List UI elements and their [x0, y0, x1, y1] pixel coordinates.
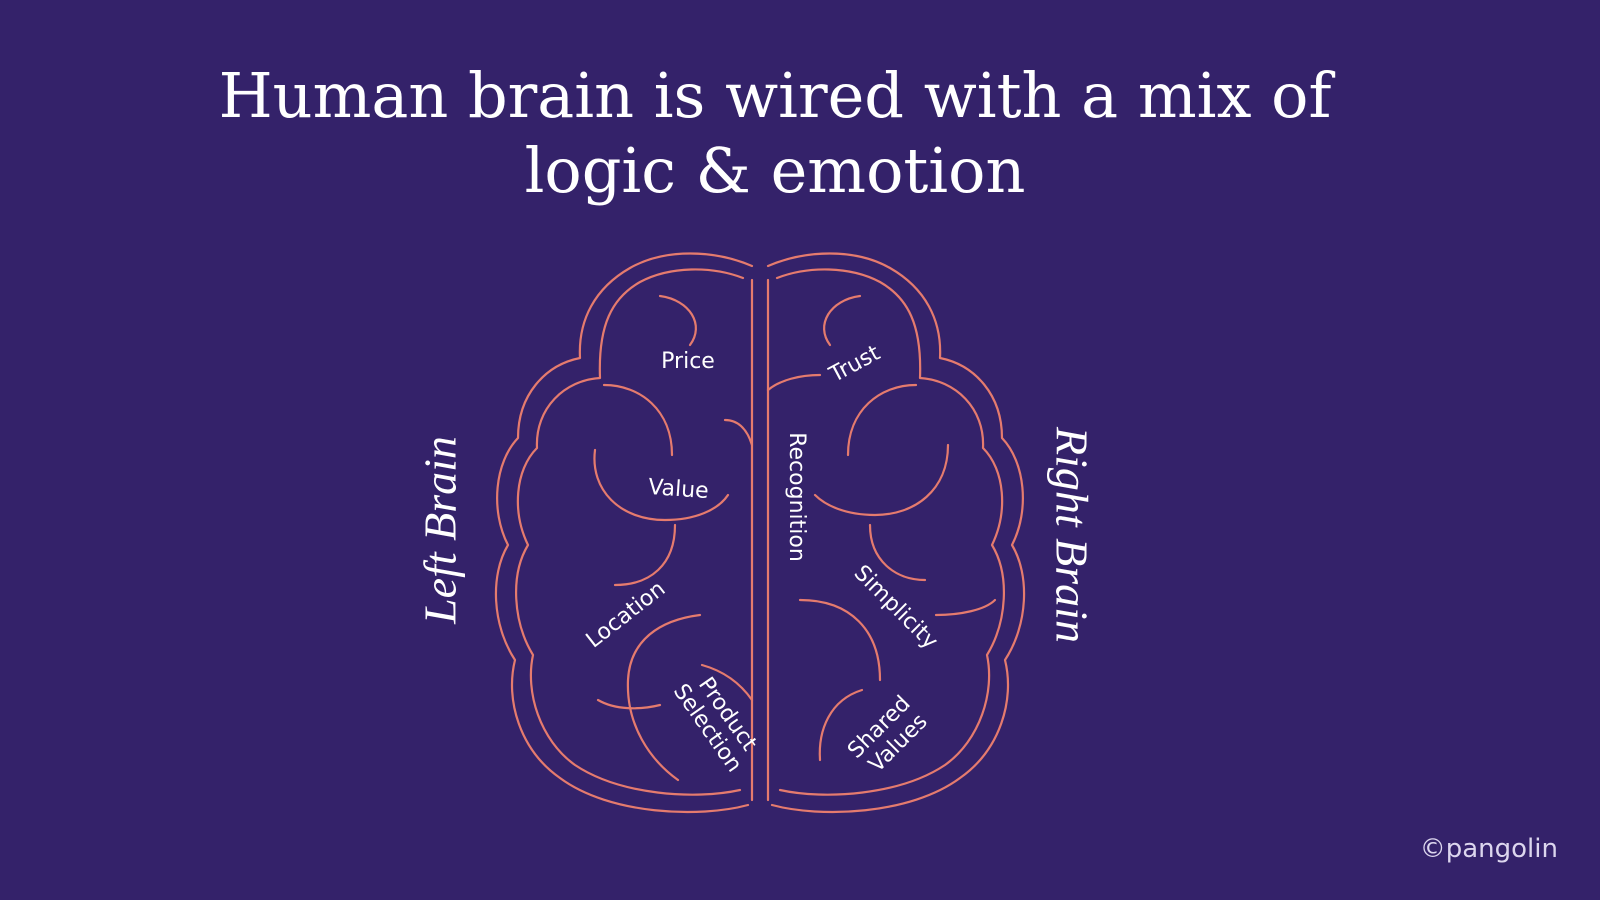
region-label-price: Price [661, 349, 715, 374]
left-fold-2 [602, 383, 674, 457]
copyright-text: ©pangolin [1419, 834, 1558, 864]
right-fold-6 [934, 598, 997, 617]
title-line-1: Human brain is wired with a mix of [218, 59, 1332, 132]
right-fold-1 [823, 294, 862, 347]
right-fold-2 [766, 373, 822, 392]
region-label-value: Value [647, 475, 709, 504]
right-fold-4 [813, 443, 950, 517]
brain-outline [494, 252, 1026, 814]
right-fold-8 [818, 688, 864, 762]
left-fold-1 [658, 294, 697, 347]
region-label-simplicity: Simplicity [849, 561, 943, 655]
left-hemisphere-outline-inner [514, 268, 745, 796]
left-fold-8 [700, 663, 754, 702]
left-fold-6 [626, 613, 702, 782]
right-hemisphere-outline-inner [775, 268, 1006, 796]
title-line-2: logic & emotion [524, 134, 1026, 207]
left-fold-4 [593, 448, 730, 522]
left-fold-7 [596, 698, 662, 710]
region-label-trust: Trust [825, 341, 885, 389]
left-fold-5 [613, 523, 677, 587]
right-fold-3 [846, 383, 918, 457]
right-hemisphere-outline-outer [766, 252, 1026, 814]
left-fold-3 [723, 418, 754, 447]
left-hemisphere-outline-outer [494, 252, 754, 814]
region-label-location: Location [582, 576, 671, 653]
slide-title: Human brain is wired with a mix of logic… [0, 58, 1550, 208]
region-label-recognition: Recognition [784, 432, 809, 562]
right-fold-7 [798, 598, 882, 682]
right-fold-5 [868, 523, 927, 582]
